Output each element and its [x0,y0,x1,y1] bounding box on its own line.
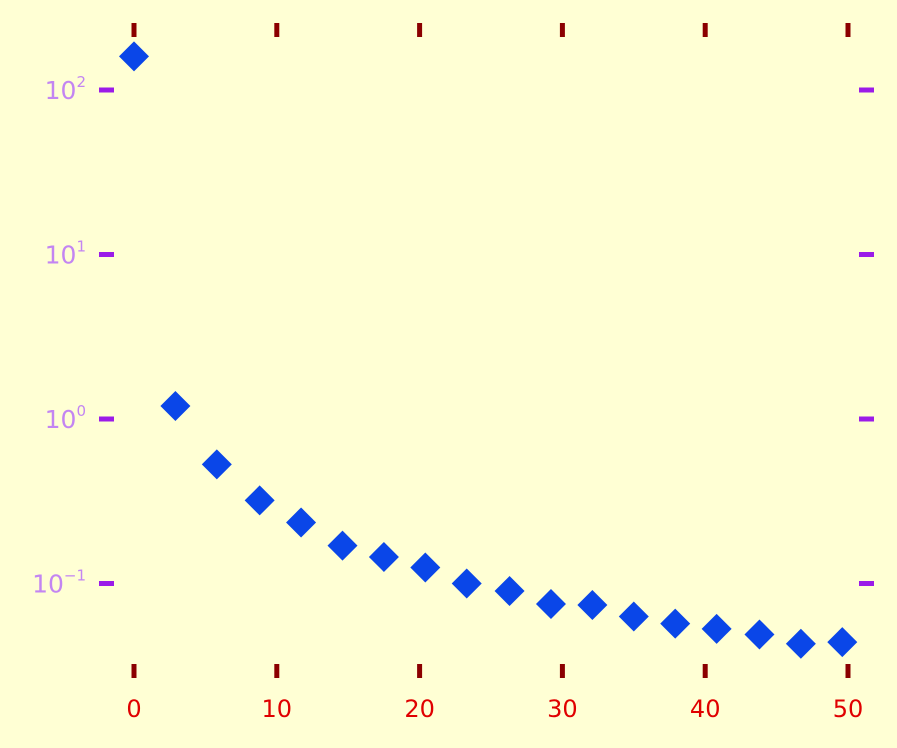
data-point [368,541,399,572]
x-tick-label: 40 [690,695,721,723]
data-point [410,552,441,583]
y-tick-label: 100 [45,402,86,434]
y-tick-label-base: 10 [45,76,77,105]
y-tick-label-base: 10 [45,241,77,270]
y-axis-right-ticks [859,87,874,586]
x-axis-tick-labels: 0 10 20 30 40 50 [126,695,863,723]
y-tick-label: 101 [45,238,86,270]
x-tick-label: 30 [547,695,578,723]
y-tick-label-exponent: 0 [76,402,86,420]
x-tick-label: 20 [404,695,435,723]
data-point [201,449,232,480]
data-point [827,627,858,658]
data-point [785,628,816,659]
y-tick-label-base: 10 [32,570,64,599]
x-axis-top-ticks [131,23,851,37]
y-tick-label: 10−1 [32,567,86,599]
data-point [660,608,691,639]
y-tick-label: 102 [45,73,86,105]
x-tick-label: 10 [262,695,293,723]
data-point [327,530,358,561]
data-point [535,589,566,620]
y-axis-left-ticks [99,87,114,586]
x-tick-label: 50 [833,695,864,723]
data-point [701,613,732,644]
y-tick-label-exponent: 2 [76,73,86,91]
data-point [286,507,317,538]
x-tick-label: 0 [126,695,141,723]
data-points [119,41,858,659]
data-point [160,390,191,421]
y-tick-label-exponent: 1 [76,238,86,256]
x-axis-bottom-ticks [131,664,851,678]
y-tick-label-base: 10 [45,405,77,434]
y-tick-label-exponent: −1 [64,567,86,585]
data-point [451,568,482,599]
data-point [494,576,525,607]
data-point [119,41,149,72]
data-point [577,590,608,621]
data-point [618,601,649,632]
data-point [744,619,775,650]
data-point [244,485,275,516]
